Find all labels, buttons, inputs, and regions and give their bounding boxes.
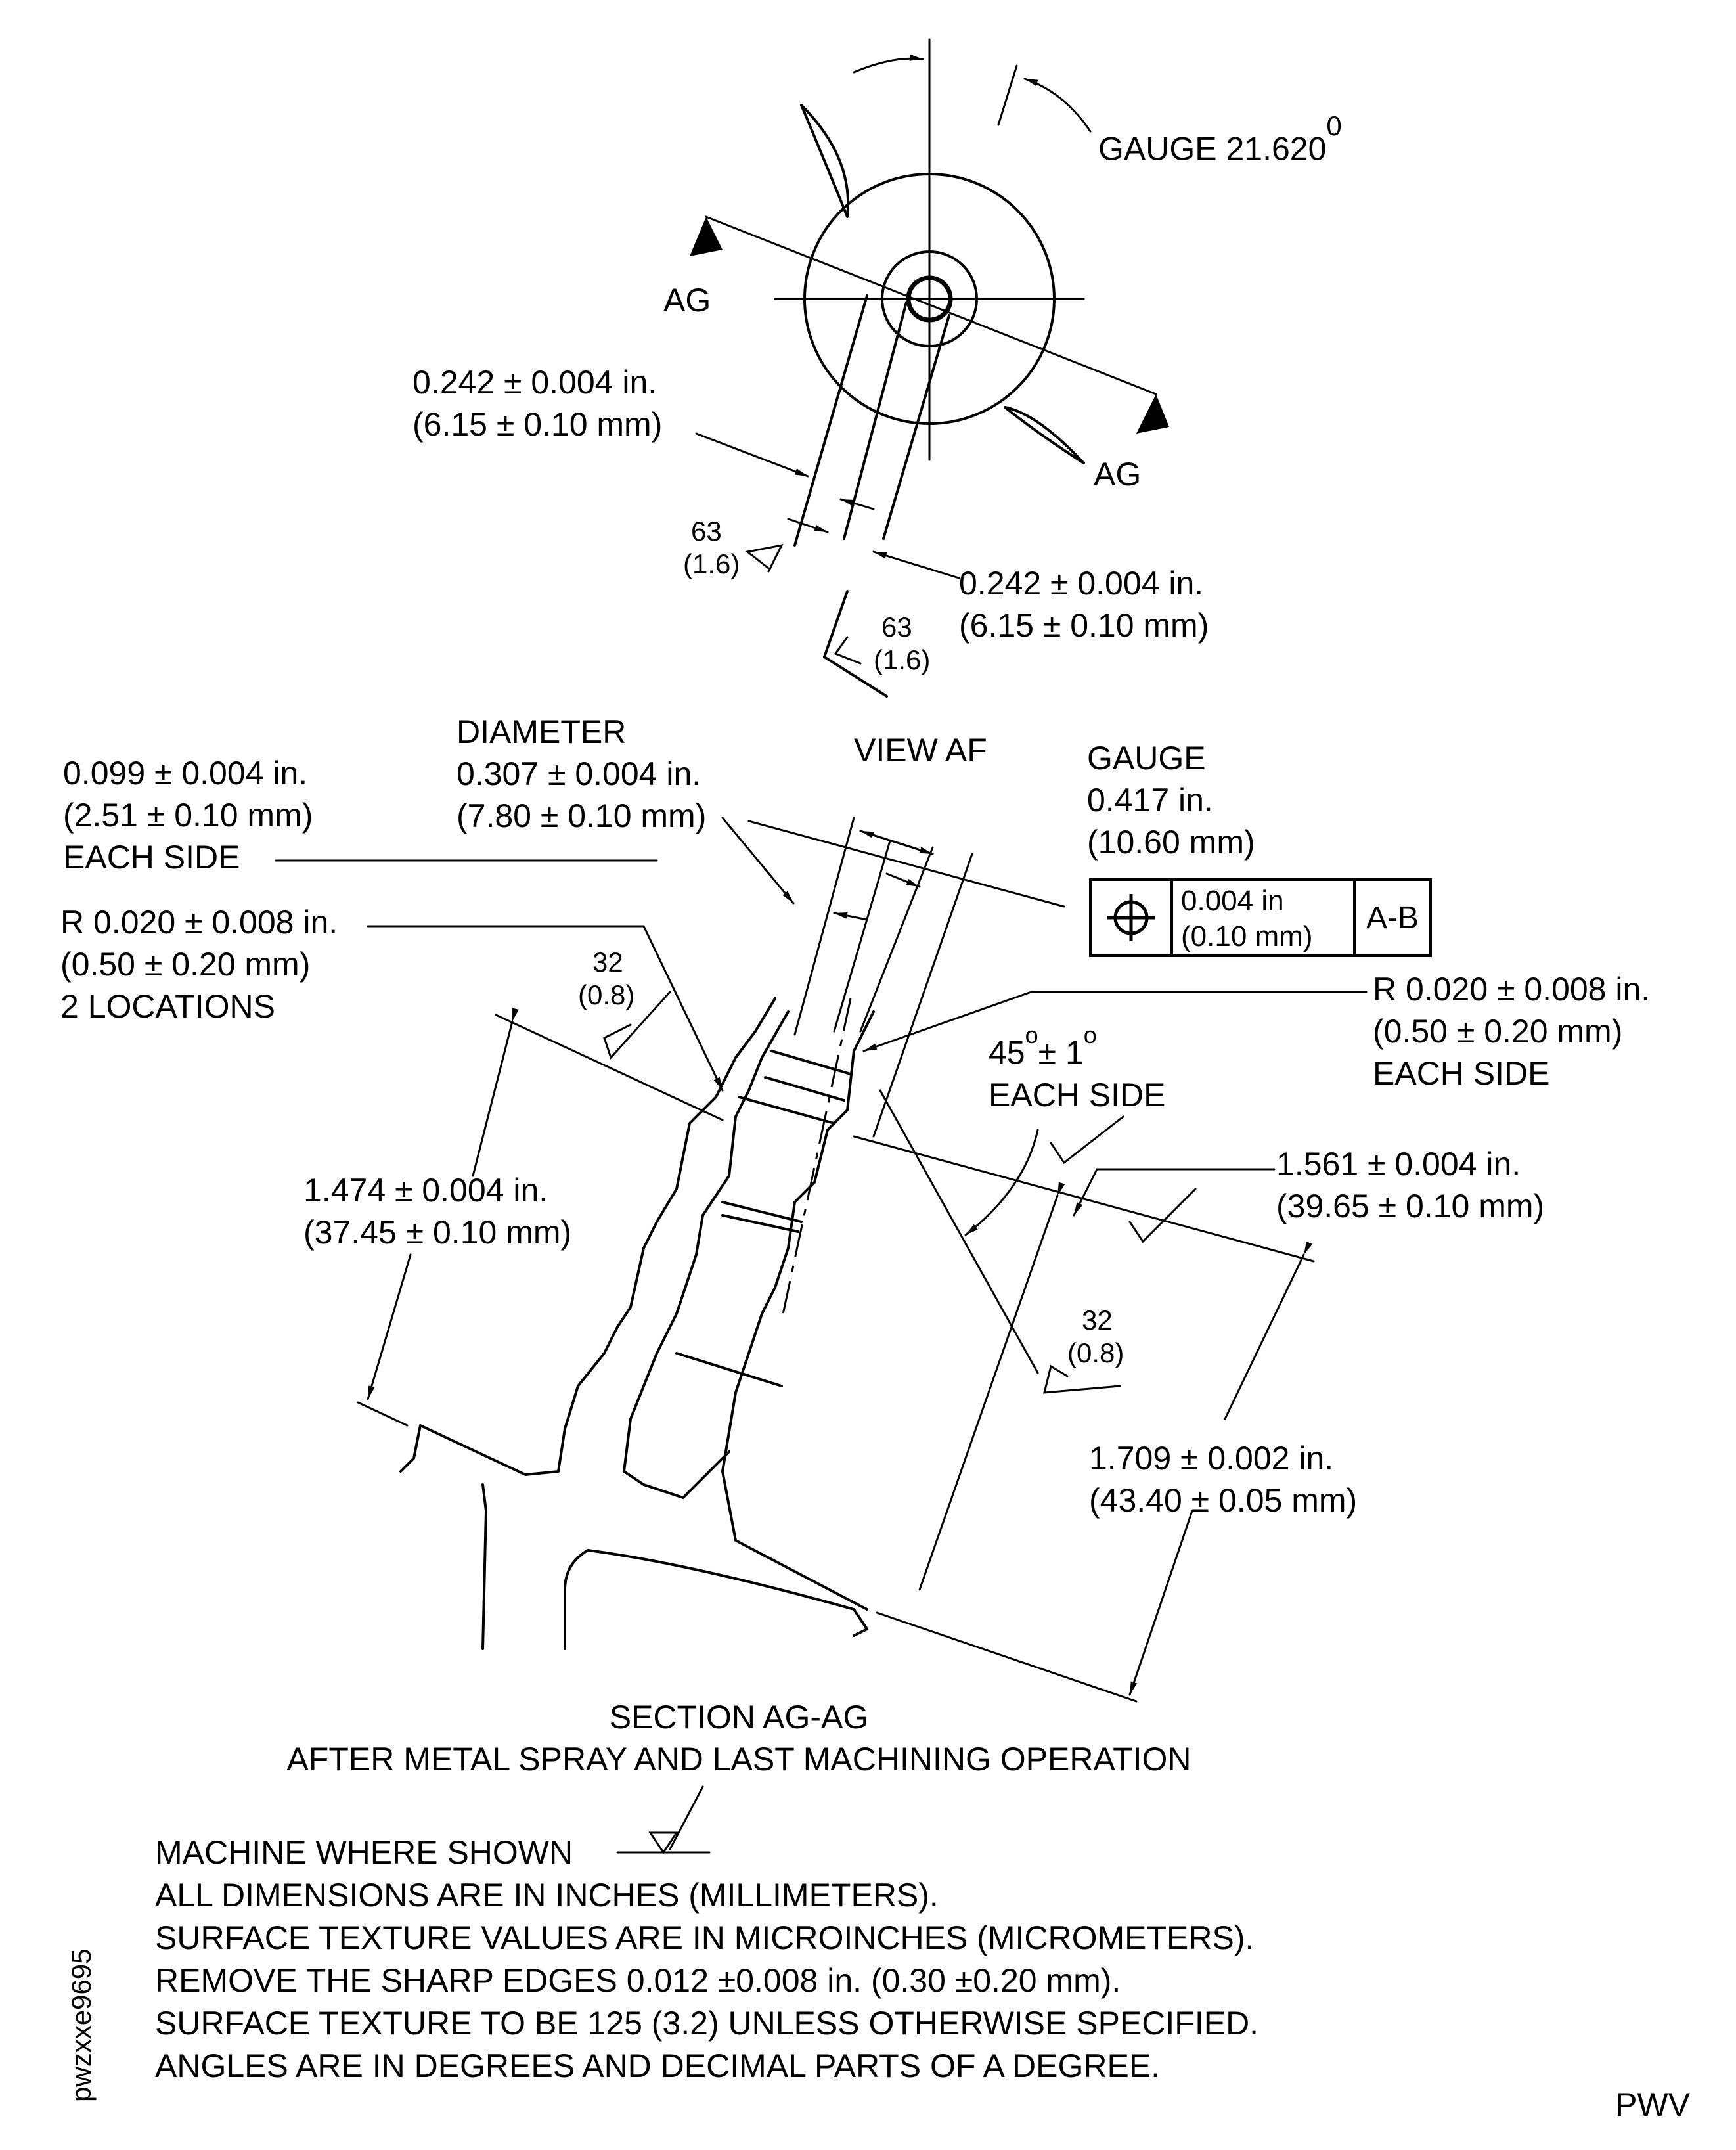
angle-dim: 45o± 1o EACH SIDE	[989, 1021, 1166, 1113]
view-af-title: VIEW AF	[854, 732, 987, 769]
gauge-angle-label: GAUGE 21.6200	[1098, 110, 1342, 168]
position-icon	[1092, 881, 1173, 954]
width-dim-upper: 0.242 ± 0.004 in.(6.15 ± 0.10 mm)	[412, 364, 663, 443]
surface-finish-right: 32(0.8)	[1067, 1305, 1124, 1368]
section-line-ag	[705, 215, 1157, 395]
note-1: MACHINE WHERE SHOWN	[155, 1834, 573, 1871]
note-3: SURFACE TEXTURE VALUES ARE IN MICROINCHE…	[155, 1919, 1255, 1956]
length-dim-1: 1.474 ± 0.004 in.(37.45 ± 0.10 mm)	[303, 1172, 572, 1251]
section-label-ag-left: AG	[663, 282, 711, 319]
each-side-dim: 0.099 ± 0.004 in.(2.51 ± 0.10 mm)EACH SI…	[63, 755, 313, 876]
note-2: ALL DIMENSIONS ARE IN INCHES (MILLIMETER…	[155, 1877, 939, 1914]
blade-upper	[800, 104, 850, 218]
surface-finish-1: 63(1.6)	[683, 516, 740, 579]
fcf-datum: A-B	[1366, 900, 1419, 935]
general-notes: MACHINE WHERE SHOWN ALL DIMENSIONS ARE I…	[155, 1831, 1258, 2088]
note-6: ANGLES ARE IN DEGREES AND DECIMAL PARTS …	[155, 2048, 1161, 2084]
section-ag-drawing	[275, 817, 1368, 1854]
blade-lower	[1004, 406, 1085, 464]
feature-control-frame: 0.004 in (0.10 mm) A-B	[1089, 878, 1432, 957]
note-4: REMOVE THE SHARP EDGES 0.012 ±0.008 in. …	[155, 1962, 1121, 1999]
surface-finish-2: 63(1.6)	[874, 612, 931, 675]
section-label-ag-right: AG	[1094, 456, 1142, 493]
radius-left-dim: R 0.020 ± 0.008 in.(0.50 ± 0.20 mm)2 LOC…	[60, 904, 338, 1025]
length-dim-2: 1.561 ± 0.004 in.(39.65 ± 0.10 mm)	[1276, 1146, 1545, 1224]
figure-id: pwzxxe9695	[66, 1948, 97, 2102]
note-5: SURFACE TEXTURE TO BE 125 (3.2) UNLESS O…	[155, 2005, 1259, 2042]
radius-right-dim: R 0.020 ± 0.008 in.(0.50 ± 0.20 mm)EACH …	[1373, 971, 1651, 1092]
surface-finish-left: 32(0.8)	[578, 947, 635, 1010]
corner-code: PWV	[1615, 2086, 1690, 2123]
fcf-tolerance: 0.004 in (0.10 mm)	[1173, 881, 1356, 954]
view-af-drawing	[690, 38, 1169, 698]
length-dim-3: 1.709 ± 0.002 in.(43.40 ± 0.05 mm)	[1089, 1440, 1358, 1519]
width-dim-lower: 0.242 ± 0.004 in.(6.15 ± 0.10 mm)	[959, 565, 1209, 644]
